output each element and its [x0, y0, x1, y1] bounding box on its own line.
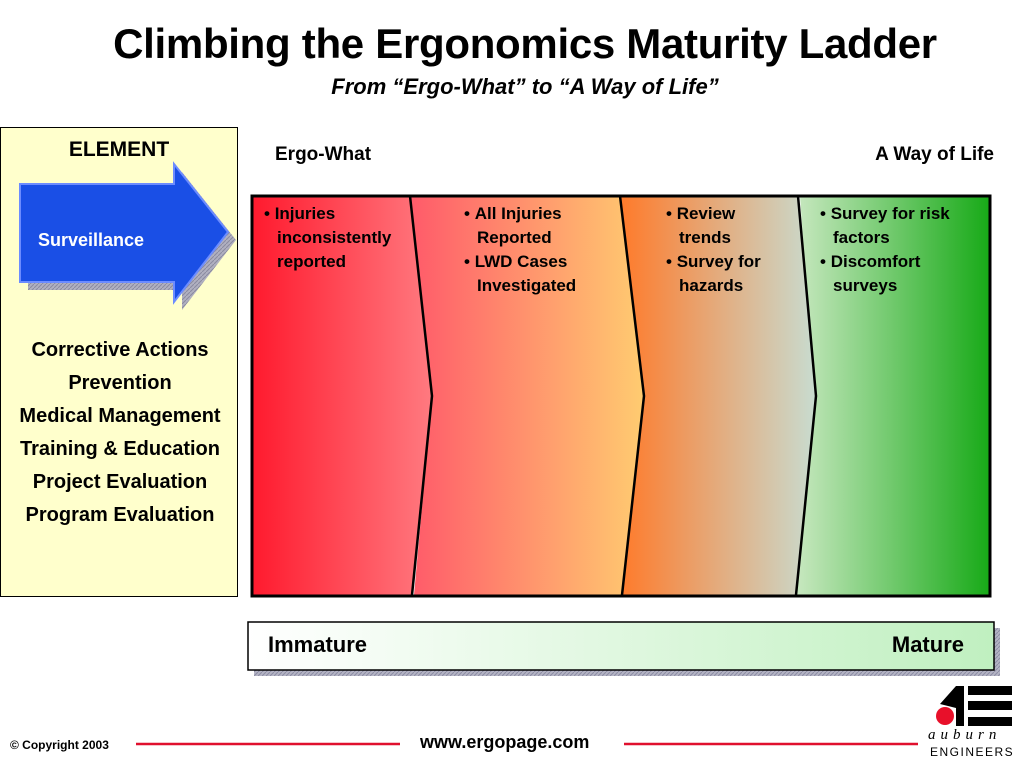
list-item: Review trends	[666, 202, 791, 250]
maturity-scale-bar	[247, 621, 1000, 676]
logo-bottom-word: ENGINEERS	[930, 745, 1015, 759]
stage-band-1	[253, 196, 432, 595]
copyright-text: © Copyright 2003	[10, 738, 109, 752]
element-item: Project Evaluation	[32, 471, 208, 493]
element-item: Medical Management	[19, 405, 221, 427]
page-subtitle: From “Ergo-What” to “A Way of Life”	[331, 74, 719, 99]
element-item: Training & Education	[19, 438, 220, 460]
maturity-start-label: Ergo-What	[275, 144, 372, 165]
right-arrow-icon	[19, 161, 236, 310]
scale-end-label: Mature	[891, 632, 964, 657]
list-item: Injuries inconsistently reported	[264, 202, 414, 274]
element-item: Prevention	[68, 372, 172, 394]
website-link[interactable]: www.ergopage.com	[420, 732, 590, 752]
list-item: Survey for hazards	[666, 250, 791, 298]
element-list: Corrective Actions Prevention Medical Ma…	[0, 334, 240, 532]
stage-1-bullets: Injuries inconsistently reported	[264, 202, 414, 274]
active-element-label: Surveillance	[38, 230, 145, 250]
logo-top-word: auburn	[928, 727, 1002, 743]
stage-3-bullets: Review trends Survey for hazards	[666, 202, 791, 298]
stage-4-bullets: Survey for risk factors Discomfort surve…	[820, 202, 985, 298]
element-item: Corrective Actions	[31, 339, 209, 361]
ae-monogram-icon	[936, 686, 1012, 726]
element-item: Program Evaluation	[25, 504, 215, 526]
maturity-end-label: A Way of Life	[875, 144, 994, 165]
list-item: Survey for risk factors	[820, 202, 985, 250]
maturity-stages: Injuries inconsistently reported All Inj…	[248, 190, 996, 602]
stage-2-bullets: All Injuries Reported LWD Cases Investig…	[464, 202, 614, 298]
scale-start-label: Immature	[268, 632, 368, 657]
footer-lines	[136, 742, 918, 746]
page-title: Climbing the Ergonomics Maturity Ladder	[113, 20, 937, 67]
list-item: Discomfort surveys	[820, 250, 985, 298]
list-item: LWD Cases Investigated	[464, 250, 614, 298]
list-item: All Injuries Reported	[464, 202, 614, 250]
element-heading: ELEMENT	[68, 138, 170, 161]
